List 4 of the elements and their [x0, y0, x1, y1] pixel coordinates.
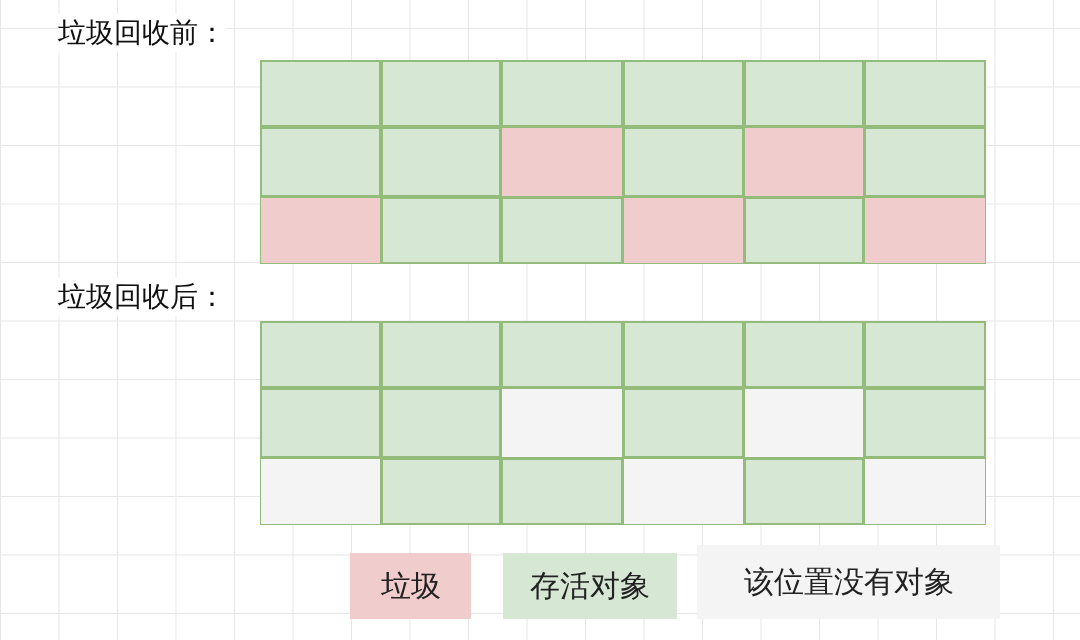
- legend-label: 垃圾: [380, 566, 441, 605]
- section-heading: 垃圾回收前：: [58, 14, 226, 52]
- legend-label: 存活对象: [530, 566, 650, 605]
- legend-label: 该位置没有对象: [743, 562, 954, 601]
